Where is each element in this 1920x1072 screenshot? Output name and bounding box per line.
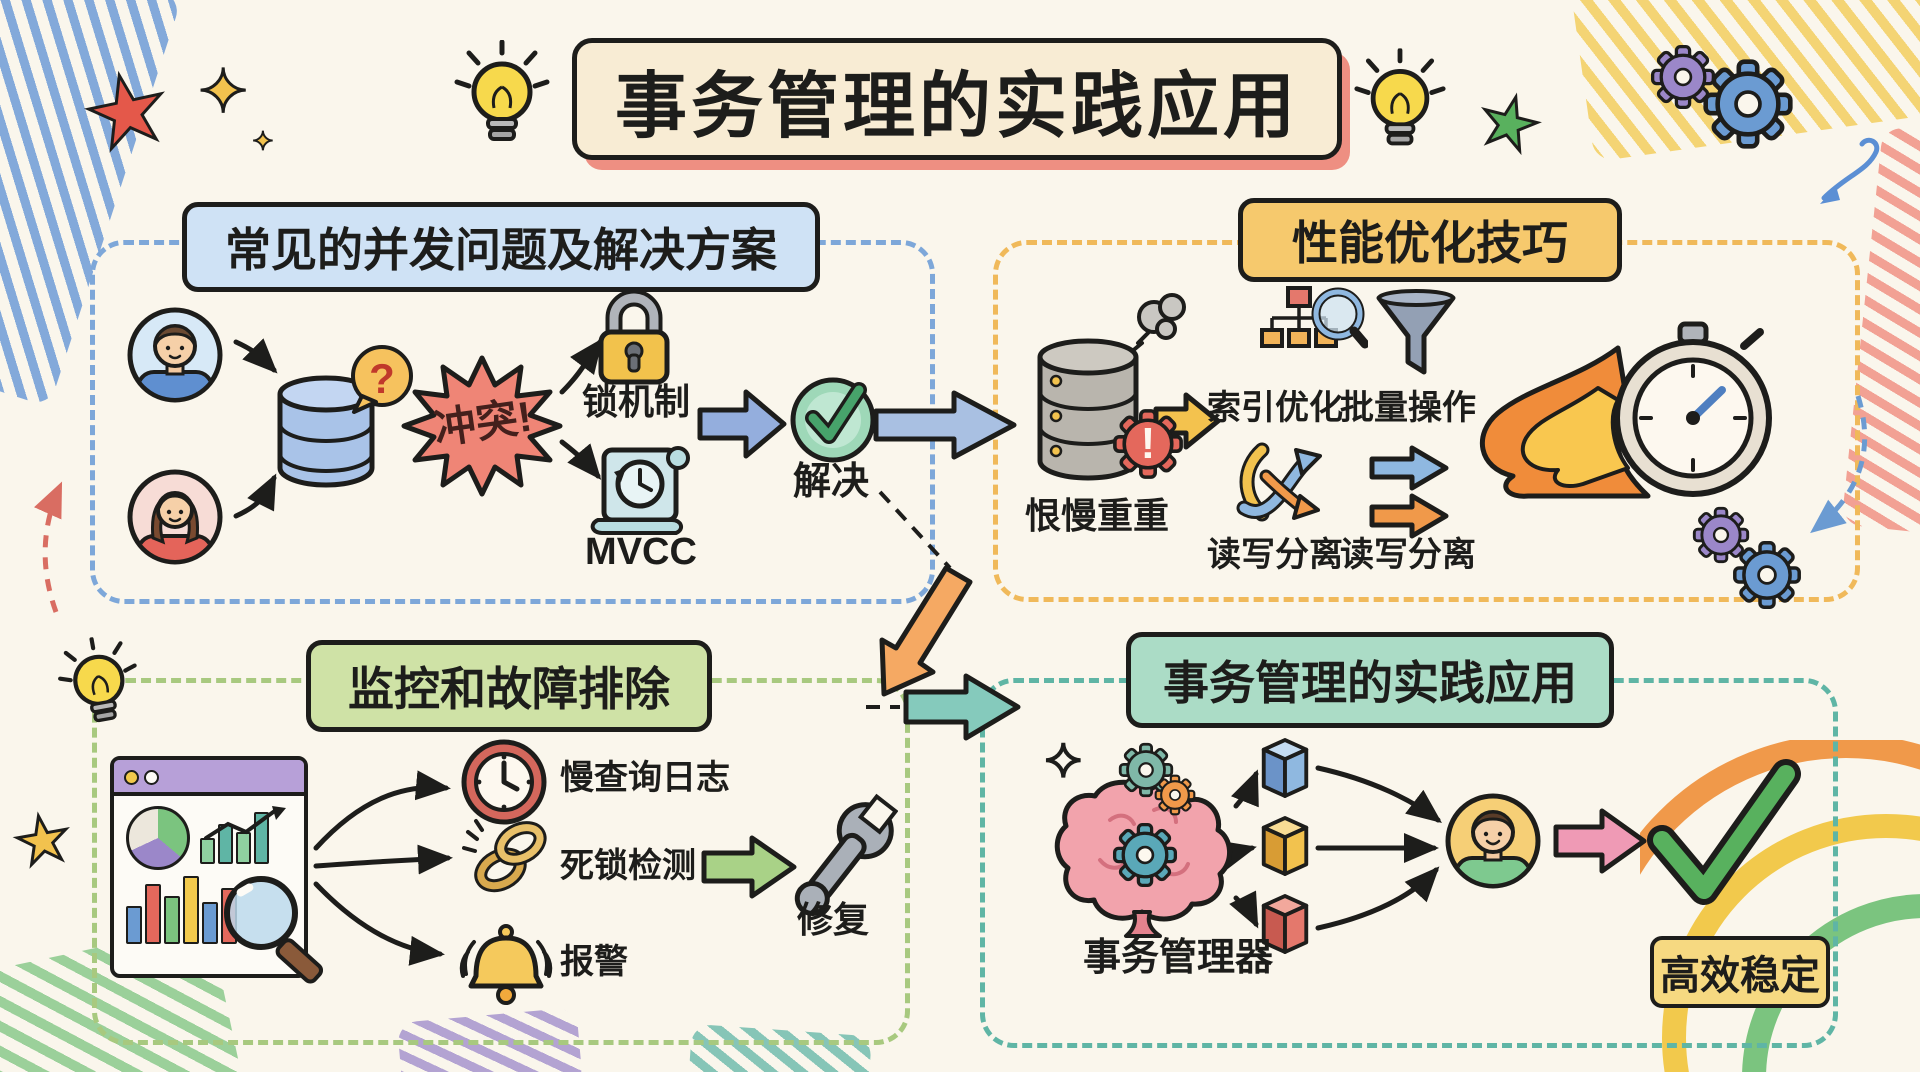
gear-icon [1692,506,1750,564]
lightbulb-icon [1352,48,1448,164]
funnel-icon [1376,289,1456,375]
lock-icon [598,289,670,385]
database-icon [277,375,375,488]
lightbulb-icon [50,629,150,744]
gear-icon [1154,774,1196,816]
stable-badge: 高效稳定 [1650,936,1830,1008]
gear-icon [1650,44,1716,110]
read-write-split-label: 读写分离 [1340,536,1476,574]
repair-label: 修复 [796,899,869,940]
gear-icon [1732,540,1802,610]
wrench-icon [794,793,898,916]
index-optimization-label: 索引优化 [1207,389,1343,427]
slow-query-log-label: 慢查询日志 [560,759,730,797]
monitoring-title-tab: 监控和故障排除 [306,640,712,732]
lock-label: 锁机制 [581,381,690,422]
slow-query-clock-icon [461,739,547,825]
solved-label: 解决 [792,461,869,503]
dashboard-bar-chart-top [200,806,292,868]
error-exclamation: ! [1140,419,1156,468]
conflict-starburst [401,355,563,497]
trend-arrow-icon [204,806,286,840]
red-star-icon: ★ [72,49,181,175]
green-star-icon: ★ [1468,76,1551,170]
brain-sparkle-icon: ✦ [1042,735,1085,787]
deadlock-chain-icon [462,819,547,893]
deadlock-detection-label: 死锁检测 [560,847,696,885]
flaming-stopwatch-icon [1480,321,1772,499]
concurrency-title-tab: 常见的并发问题及解决方案 [182,202,820,292]
dashboard-pie-chart [126,806,190,870]
mvcc-scroll-icon [590,446,690,535]
cube-blue-icon [1256,736,1314,800]
user-avatar-woman [127,469,223,565]
performance-title: 性能优化技巧 [1292,217,1568,269]
read-write-split-icon [1236,442,1322,522]
alert-label: 报警 [560,943,628,981]
batch-operations-label: 批量操作 [1340,389,1476,427]
mvcc-label: MVCC [585,531,697,573]
yellow-sparkle-icon: ✦ [196,58,249,125]
concurrency-title: 常见的并发问题及解决方案 [225,224,777,276]
index-optimization-icon [1260,286,1368,349]
user-avatar-boy [1445,793,1541,889]
stable-badge-label: 高效稳定 [1660,954,1820,998]
dashboard-titlebar [114,760,304,796]
question-mark: ? [369,355,395,402]
cube-yellow-icon [1256,814,1314,878]
performance-title-tab: 性能优化技巧 [1238,198,1622,282]
gear-icon [1702,58,1794,150]
read-write-split-label: 读写分离 [1207,536,1343,574]
bottom-left-star-icon: ★ [7,798,79,882]
slow-db-label: 恨慢重重 [1024,495,1169,536]
monitoring-title: 监控和故障排除 [348,663,670,715]
lightbulb-icon [452,40,552,160]
small-sparkle-icon: ✦ [251,126,275,156]
main-title-banner: 事务管理的实践应用 [572,38,1342,160]
main-title: 事务管理的实践应用 [614,66,1299,147]
question-bubble-icon [351,345,413,414]
practice-title-tab: 事务管理的实践应用 [1126,632,1614,728]
brain-gear-icon [1112,822,1178,888]
alarm-bell-icon [459,924,553,1005]
gear-icon [1118,742,1174,798]
user-avatar-man [127,307,223,403]
big-checkmark-icon [1647,759,1801,905]
slow-database-icon [1037,293,1186,481]
check-circle-icon [790,377,876,463]
practice-title: 事务管理的实践应用 [1163,657,1577,709]
transaction-manager-label: 事务管理器 [1082,937,1273,979]
